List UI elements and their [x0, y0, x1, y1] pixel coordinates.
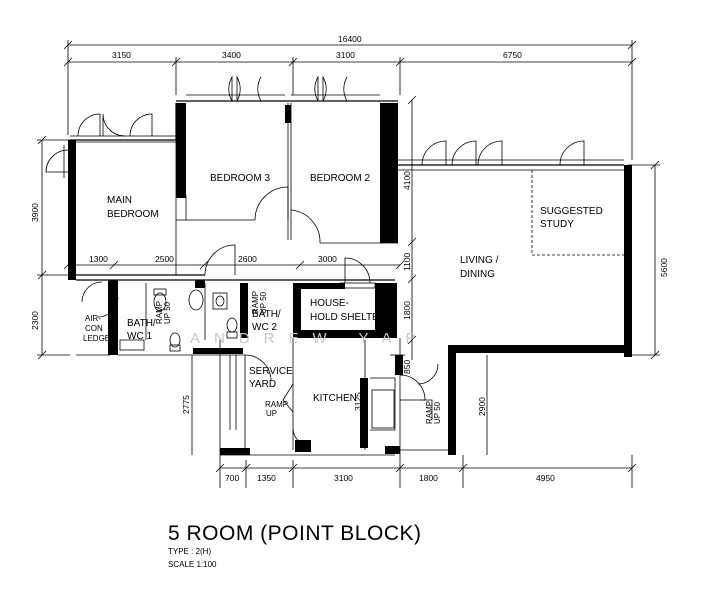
dim-top-2: 3400 [222, 50, 241, 60]
dim-entrance-width: 850 [402, 360, 412, 374]
dim-top-4: 6750 [503, 50, 522, 60]
plan-scale: SCALE 1:100 [168, 560, 217, 569]
dim-entrance-depth: 2900 [477, 397, 487, 416]
dim-corridor: 1100 [402, 252, 412, 271]
dimension-lines [37, 40, 660, 488]
dim-inner-2: 2500 [155, 254, 174, 264]
kitchen-label: KITCHEN [313, 393, 357, 404]
plan-type: TYPE : 2(H) [168, 547, 211, 556]
ramp-labels: RAMP UP 50 RAMP UP 50 RAMP UP RAMP UP 50 [155, 291, 442, 424]
room-labels: MAIN BEDROOM BEDROOM 3 BEDROOM 2 SUGGEST… [83, 173, 603, 404]
bath-wc2-label-2: WC 2 [252, 322, 277, 333]
aircon-label-1: AIR- [85, 314, 101, 323]
main-bedroom-label-2: BEDROOM [107, 209, 159, 220]
walls [68, 103, 632, 455]
dimension-labels: 16400 3150 3400 3100 6750 1300 2500 2600… [30, 34, 669, 483]
windows [45, 75, 624, 178]
title-block: 5 ROOM (POINT BLOCK) TYPE : 2(H) SCALE 1… [168, 522, 421, 569]
dim-right: 5600 [659, 258, 669, 277]
dim-inner-4: 3000 [318, 254, 337, 264]
ramp-bath1-1: RAMP [155, 301, 164, 324]
living-label-2: DINING [460, 269, 495, 280]
bath-wc1-label-2: WC 1 [127, 331, 152, 342]
wall-outlines [70, 100, 624, 456]
bedroom-2-label: BEDROOM 2 [310, 173, 370, 184]
dim-bottom-4: 1800 [419, 473, 438, 483]
shelter-label-2: HOLD SHELTER [310, 312, 386, 323]
dim-bottom-2: 1350 [257, 473, 276, 483]
dim-kitchen-len: 3125 [353, 392, 363, 411]
dim-overall: 16400 [338, 34, 362, 44]
dim-left-1: 3900 [30, 203, 40, 222]
ramp-yard-2: UP [266, 409, 277, 418]
watermark-text: ANDREW YAP [190, 330, 429, 347]
aircon-label-2: CON [85, 324, 103, 333]
study-label-2: STUDY [540, 219, 574, 230]
dim-bed-height: 4100 [402, 171, 412, 190]
dim-inner-1: 1300 [89, 254, 108, 264]
dim-shelter: 1800 [402, 301, 412, 320]
dim-bottom-3: 3100 [334, 473, 353, 483]
main-bedroom-label-1: MAIN [107, 195, 132, 206]
dim-inner-3: 2600 [238, 254, 257, 264]
service-yard-label-2: YARD [249, 379, 276, 390]
dim-yard-len: 2775 [181, 395, 191, 414]
living-label-1: LIVING / [460, 255, 499, 266]
dim-bottom-1: 700 [225, 473, 239, 483]
dim-left-2: 2300 [30, 311, 40, 330]
fixtures [119, 288, 238, 352]
study-label-1: SUGGESTED [540, 206, 603, 217]
ramp-entrance-2: UP 50 [433, 401, 442, 424]
plan-title: 5 ROOM (POINT BLOCK) [168, 522, 421, 545]
ramp-bath1-2: UP 50 [163, 301, 172, 324]
ramp-yard-1: RAMP [265, 400, 288, 409]
aircon-label-3: LEDGE [83, 334, 110, 343]
shelter-label-1: HOUSE- [310, 298, 349, 309]
ramp-entrance-1: RAMP [425, 401, 434, 424]
bath-wc2-label-1: BATH/ [252, 309, 281, 320]
dim-top-1: 3150 [112, 50, 131, 60]
ramp-bath2-1: RAMP [251, 291, 260, 314]
bath-wc1-label-1: BATH/ [127, 318, 156, 329]
dim-top-3: 3100 [336, 50, 355, 60]
bedroom-3-label: BEDROOM 3 [210, 173, 270, 184]
service-yard-label-1: SERVICE [249, 366, 293, 377]
ramp-bath2-2: UP 50 [259, 291, 268, 314]
doors [81, 186, 439, 447]
dim-bottom-5: 4950 [536, 473, 555, 483]
